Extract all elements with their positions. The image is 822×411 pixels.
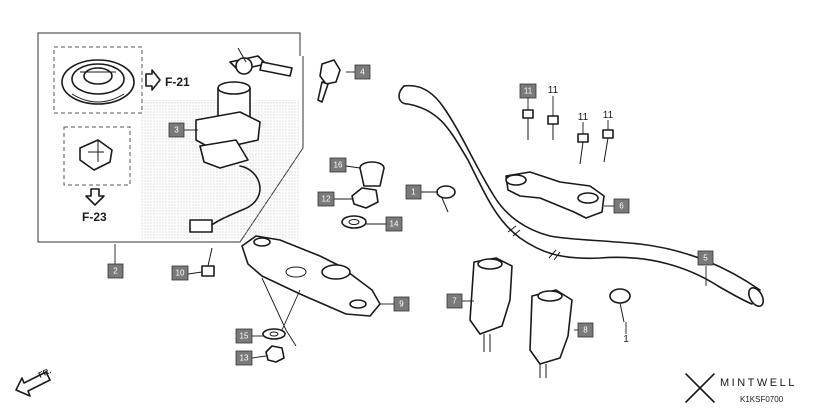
callout-12: 12 xyxy=(317,191,335,207)
svg-text:10: 10 xyxy=(176,269,185,278)
svg-text:14: 14 xyxy=(390,220,399,229)
callout-7: 7 xyxy=(446,293,463,309)
callout-13: 13 xyxy=(235,350,253,366)
label-1: 1 xyxy=(623,334,629,345)
callout-10: 10 xyxy=(171,265,189,281)
callout-14: 14 xyxy=(385,216,403,232)
callout-6: 6 xyxy=(613,198,630,214)
fuel-cap-subgroup xyxy=(53,46,143,114)
upper-holder xyxy=(505,171,605,219)
svg-text:4: 4 xyxy=(360,68,365,77)
ref-label-ignition: F-23 xyxy=(82,210,107,224)
svg-text:13: 13 xyxy=(240,354,249,363)
top-bridge xyxy=(241,235,381,317)
callout-4: 4 xyxy=(354,64,371,80)
callout-8: 8 xyxy=(577,322,594,338)
svg-text:12: 12 xyxy=(322,195,331,204)
svg-text:11: 11 xyxy=(524,87,533,96)
label-11-c: 11 xyxy=(603,110,614,121)
ref-arrow-fuel-cap xyxy=(145,69,161,91)
wire-clamp-lower xyxy=(609,288,631,323)
svg-text:5: 5 xyxy=(703,254,708,263)
leader-lines xyxy=(114,71,707,359)
steering-stem-nut-stack xyxy=(341,161,385,229)
callout-2: 2 xyxy=(107,263,124,279)
svg-text:16: 16 xyxy=(334,161,343,170)
washer-15 xyxy=(262,328,286,340)
callout-3: 3 xyxy=(168,122,185,138)
svg-text:3: 3 xyxy=(174,126,179,135)
key xyxy=(317,59,341,103)
svg-text:6: 6 xyxy=(619,202,624,211)
callout-16: 16 xyxy=(329,157,347,173)
label-11-a: 11 xyxy=(548,85,559,96)
svg-text:8: 8 xyxy=(583,326,588,335)
svg-text:7: 7 xyxy=(452,297,457,306)
ignition-switch-assembly xyxy=(189,47,293,233)
label-11-b: 11 xyxy=(578,112,589,123)
holder-bolts xyxy=(522,109,614,165)
handlebar xyxy=(398,84,765,307)
ref-arrow-ignition xyxy=(85,188,105,206)
svg-text:9: 9 xyxy=(399,300,404,309)
nut-13 xyxy=(265,345,285,363)
lower-holder-left xyxy=(469,257,513,352)
svg-text:1: 1 xyxy=(411,188,416,197)
callout-11: 11 xyxy=(519,83,537,99)
svg-text:2: 2 xyxy=(113,267,118,276)
wire-clamp-upper xyxy=(436,185,456,213)
brand-name: MINTWELL xyxy=(720,377,797,389)
callout-15: 15 xyxy=(235,328,253,344)
ignition-subgroup xyxy=(63,126,131,186)
diagram-code: K1KSF0700 xyxy=(740,395,784,404)
front-direction-label: FR. xyxy=(37,366,52,380)
lower-holder-right xyxy=(529,289,573,378)
ref-label-fuel-cap: F-21 xyxy=(165,75,190,89)
bolt-10 xyxy=(201,247,215,277)
callout-9: 9 xyxy=(393,296,410,312)
brand-logo: MINTWELL K1KSF0700 xyxy=(685,373,797,404)
svg-text:15: 15 xyxy=(240,332,249,341)
callout-5: 5 xyxy=(697,250,714,266)
callout-1: 1 xyxy=(405,184,422,200)
front-direction-arrow: FR. xyxy=(15,366,53,397)
